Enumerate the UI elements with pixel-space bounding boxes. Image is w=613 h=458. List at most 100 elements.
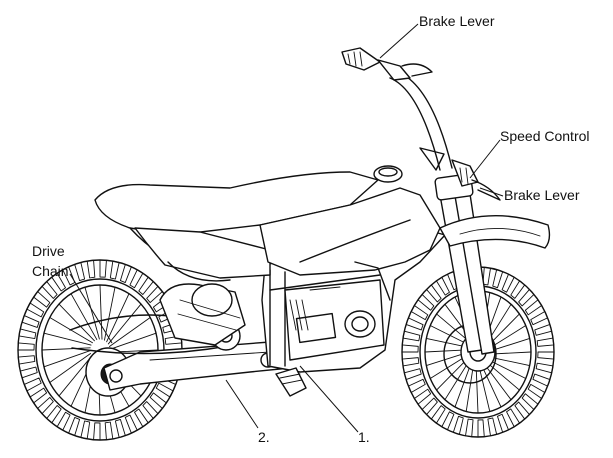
tire-knob [402,330,421,342]
tire-knob [430,405,446,424]
wheel-spoke [99,284,103,340]
tire-knob [401,344,419,353]
front-fender [439,215,551,249]
leader-callout-2 [225,379,259,429]
tire-knob [86,259,96,279]
tire-knob [527,383,546,399]
tire-knob [530,311,549,326]
tire-knob [534,323,553,336]
tire-knob [109,260,120,280]
tire-knob [46,405,62,424]
tire-knob [403,368,422,381]
motor-housing [159,283,246,346]
tire-knob [21,315,40,328]
tire-knob [29,387,48,404]
label-speed-control: Speed Control [500,128,590,144]
tire-knob [23,377,42,392]
wheel-spoke [41,347,91,351]
tire-knob [536,337,555,347]
wheel-spoke [58,355,93,397]
rear-wheel [17,259,183,441]
handlebar [341,47,479,187]
leader-callout-1 [299,365,359,433]
controller-box [284,279,385,361]
tire-knob [155,382,174,398]
brake-lever-right [471,179,501,201]
wheel-spoke [107,303,142,345]
wheel-spoke [109,317,151,347]
wheel-spoke [49,353,91,383]
tire-knob [452,415,464,435]
tire-knob [19,366,38,379]
leader-brake-lever-right [479,187,504,197]
tire-knob [514,401,530,420]
tire-knob [421,397,438,415]
wheel-spoke [70,293,98,341]
tire-knob [518,289,535,307]
tire-knob [537,351,555,360]
tire-knob [146,285,163,304]
tire-knob [33,291,51,308]
tire-knob [535,362,554,374]
tire-knob [417,293,435,311]
label-callout-2: 2. [258,429,270,445]
tire-knob [410,305,429,321]
wheel-spoke [109,332,157,350]
tire-knob [532,373,551,387]
tire-knob [119,263,132,284]
wheel-spoke [43,332,92,346]
tire-knob [138,276,154,295]
label-drive-chain-line1: Drive [32,243,65,259]
leader-brake-lever-top [379,23,419,59]
wheel-spoke [43,350,91,368]
tire-knob [99,259,107,278]
footpeg [275,367,307,397]
tire-knob [56,411,71,431]
label-brake-lever-top: Brake Lever [419,13,495,29]
tire-knob [401,357,420,367]
leader-speed-control [469,139,501,179]
tire-knob [124,414,138,434]
tire-knob [501,273,515,293]
tire-knob [134,408,149,428]
tire-knob [441,411,455,431]
tire-knob [405,317,424,331]
tire-knob [492,269,504,289]
tire-knob [93,422,101,441]
tire-knob [51,272,66,292]
tire-knob [465,418,474,438]
tire-knob [477,419,485,438]
tire-knob [68,416,81,437]
label-brake-lever-right: Brake Lever [504,187,580,203]
tire-knob [18,328,37,340]
tire-knob [41,281,58,299]
tire-knob [487,417,498,437]
tire-knob [435,276,450,296]
label-callout-1: 1. [358,429,370,445]
leader-drive-chain [69,273,113,344]
label-drive-chain-line2: Chain [32,263,69,279]
tire-knob [426,284,442,303]
tire-knob [497,413,509,433]
tire-knob [62,266,76,286]
tire-knob [482,266,491,286]
tire-knob [407,378,426,393]
wheel-spoke [84,286,100,340]
tire-knob [142,401,159,419]
tire-knob [26,302,45,318]
tire-knob [521,393,539,411]
tire-knob [104,421,114,441]
tire-knob [37,396,54,415]
tire-knob [80,420,91,440]
tire-knob [17,342,35,351]
tire-knob [114,418,126,438]
tire-knob [74,262,86,282]
tire-knob [129,269,144,289]
wheel-spoke [58,303,95,342]
tire-knob [413,388,432,405]
tire-knob [510,280,526,299]
tire-knob [506,408,521,428]
tire-knob [17,355,36,365]
